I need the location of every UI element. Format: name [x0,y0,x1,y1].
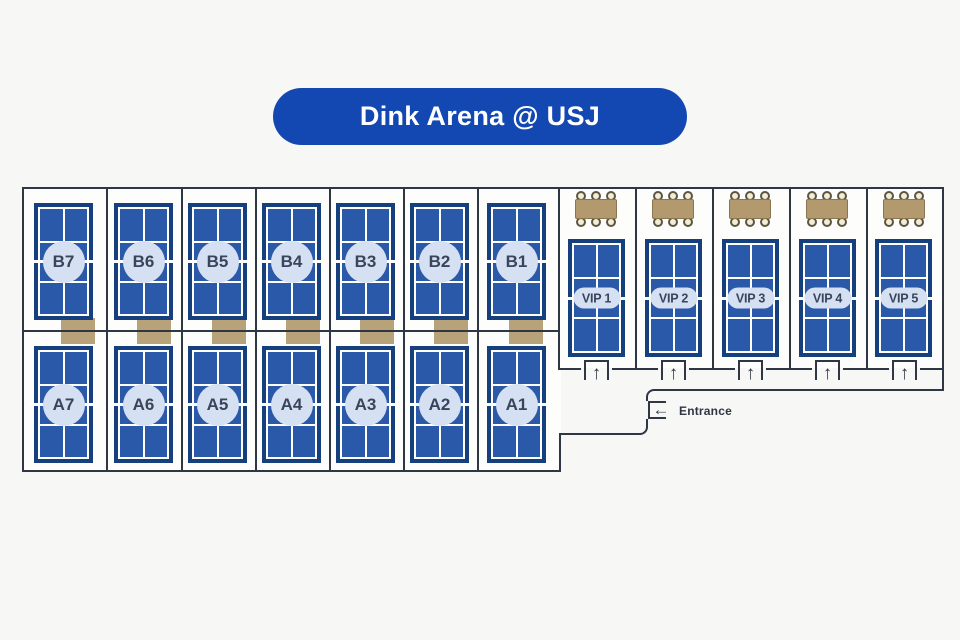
page-title: Dink Arena @ USJ [359,101,601,131]
up-arrow-icon: ↑ [591,363,602,384]
court-a5[interactable]: A5 [183,346,252,463]
wall [329,331,331,472]
vip-table-group [649,191,697,228]
court-b6[interactable]: B6 [109,203,178,320]
title-banner: Dink Arena @ USJ [273,88,687,145]
court-label: B2 [418,240,461,283]
gate-icon: ↑ [892,360,917,390]
court-label: B6 [122,240,165,283]
wall [612,368,658,370]
up-arrow-icon: ↑ [899,363,910,384]
court-label: B7 [42,240,85,283]
entrance-label: Entrance [679,404,732,418]
corridor-wall [646,389,944,401]
wall [789,187,791,368]
court-label: A6 [122,383,165,426]
corridor-wall [559,433,569,472]
wall [181,187,183,331]
court-a7[interactable]: A7 [29,346,98,463]
corridor-wall [561,419,648,435]
court-vip3[interactable]: VIP 3 [717,239,784,357]
entrance-gate-icon [648,401,666,419]
court-a6[interactable]: A6 [109,346,178,463]
wall [712,187,714,368]
table-icon [806,199,848,219]
gate-icon: ↑ [738,360,763,390]
court-b7[interactable]: B7 [29,203,98,320]
court-b4[interactable]: B4 [257,203,326,320]
court-label: A3 [344,383,387,426]
wall [106,331,108,472]
court-label: A5 [196,383,239,426]
court-vip1[interactable]: VIP 1 [563,239,630,357]
table-icon [729,199,771,219]
court-vip5[interactable]: VIP 5 [870,239,937,357]
court-vip2[interactable]: VIP 2 [640,239,707,357]
court-label: A1 [495,383,538,426]
up-arrow-icon: ↑ [745,363,756,384]
left-arrow-icon: ← [652,400,670,419]
wall [843,368,889,370]
court-b2[interactable]: B2 [405,203,474,320]
table-icon [575,199,617,219]
wall [255,331,257,472]
wall [477,187,479,331]
court-label: VIP 4 [804,287,851,309]
court-label: B4 [270,240,313,283]
wall [558,368,581,370]
vip-table-group [880,191,928,228]
court-label: A7 [42,383,85,426]
wall [942,368,944,390]
wall [403,331,405,472]
wall [403,187,405,331]
court-label: A2 [418,383,461,426]
row-divider-wall [22,330,558,332]
court-a2[interactable]: A2 [405,346,474,463]
table-icon [883,199,925,219]
court-a1[interactable]: A1 [482,346,551,463]
court-vip4[interactable]: VIP 4 [794,239,861,357]
court-label: VIP 3 [727,287,774,309]
up-arrow-icon: ↑ [668,363,679,384]
court-label: VIP 1 [573,287,620,309]
table-icon [652,199,694,219]
vip-table-group [572,191,620,228]
court-b3[interactable]: B3 [331,203,400,320]
vip-table-group [726,191,774,228]
court-label: A4 [270,383,313,426]
court-b1[interactable]: B1 [482,203,551,320]
gate-icon: ↑ [815,360,840,390]
court-label: B3 [344,240,387,283]
wall [181,331,183,472]
wall [920,368,942,370]
wall [866,187,868,368]
up-arrow-icon: ↑ [822,363,833,384]
wall [635,187,637,368]
court-label: B5 [196,240,239,283]
wall [255,187,257,331]
wall [766,368,812,370]
court-label: VIP 2 [650,287,697,309]
gate-icon: ↑ [584,360,609,390]
court-a3[interactable]: A3 [331,346,400,463]
court-label: B1 [495,240,538,283]
court-label: VIP 5 [880,287,927,309]
wall [329,187,331,331]
wall [106,187,108,331]
vip-table-group [803,191,851,228]
wall [689,368,735,370]
court-a4[interactable]: A4 [257,346,326,463]
wall [477,331,479,472]
court-b5[interactable]: B5 [183,203,252,320]
gate-icon: ↑ [661,360,686,390]
